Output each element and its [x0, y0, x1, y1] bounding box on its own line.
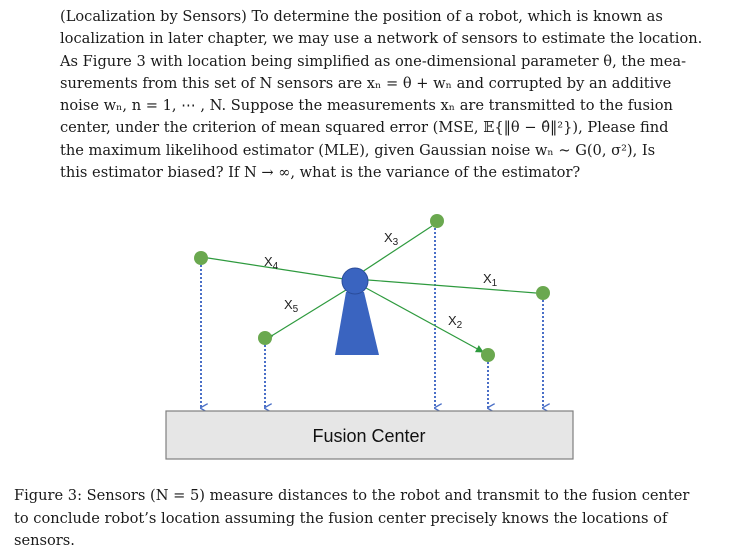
label-x2: X2	[448, 313, 463, 331]
label-x1: X1	[483, 271, 498, 289]
sensor-x2	[481, 348, 495, 362]
label-x1-base: X	[483, 271, 492, 286]
label-x3-base: X	[384, 230, 393, 245]
label-x4-sub: 4	[273, 261, 279, 272]
sensors	[194, 214, 550, 362]
caption-line: sensors.	[14, 532, 75, 549]
arrow-x4	[200, 252, 345, 280]
arrow-x5	[264, 289, 347, 343]
label-x1-sub: 1	[492, 278, 498, 289]
caption-line: Figure 3: Sensors (N = 5) measure distan…	[14, 487, 690, 504]
robot	[335, 267, 379, 355]
label-x5-base: X	[284, 297, 293, 312]
problem-line: center, under the criterion of mean squa…	[60, 119, 669, 137]
figure-caption: Figure 3: Sensors (N = 5) measure distan…	[14, 485, 732, 553]
sensor-x1	[536, 286, 550, 300]
arrow-x2	[365, 287, 484, 353]
label-x3-sub: 3	[393, 237, 399, 248]
problem-statement: (Localization by Sensors) To determine t…	[60, 6, 734, 184]
label-x5: X5	[284, 297, 299, 315]
robot-head	[341, 267, 369, 295]
problem-line: the maximum likelihood estimator (MLE), …	[60, 141, 656, 159]
fusion-center-label: Fusion Center	[312, 426, 425, 446]
problem-line: As Figure 3 with location being simplifi…	[60, 52, 687, 70]
sensor-x3	[430, 214, 444, 228]
caption-line: to conclude robot’s location assuming th…	[14, 509, 668, 527]
transmit-lines	[200, 228, 543, 408]
robot-body	[335, 292, 379, 355]
sensor-x5	[258, 331, 272, 345]
problem-line: (Localization by Sensors) To determine t…	[60, 8, 663, 25]
label-x2-base: X	[448, 313, 457, 328]
fusion-center: Fusion Center	[165, 410, 574, 460]
arrow-x1	[360, 275, 537, 294]
measurement-arrows	[200, 225, 537, 353]
label-x5-sub: 5	[293, 304, 299, 315]
label-x4: X4	[264, 254, 279, 272]
problem-line: surements from this set of N sensors are…	[60, 74, 672, 92]
problem-line: localization in later chapter, we may us…	[60, 30, 703, 48]
problem-line: this estimator biased? If N → ∞, what is…	[60, 164, 581, 182]
problem-line: noise wₙ, n = 1, ⋯ , N. Suppose the meas…	[60, 97, 673, 115]
label-x2-sub: 2	[457, 320, 463, 331]
fusion-center-box	[165, 410, 574, 460]
sensor-x4	[194, 251, 208, 265]
label-x4-base: X	[264, 254, 273, 269]
arrow-x3	[353, 225, 433, 280]
label-x3: X3	[384, 230, 399, 248]
